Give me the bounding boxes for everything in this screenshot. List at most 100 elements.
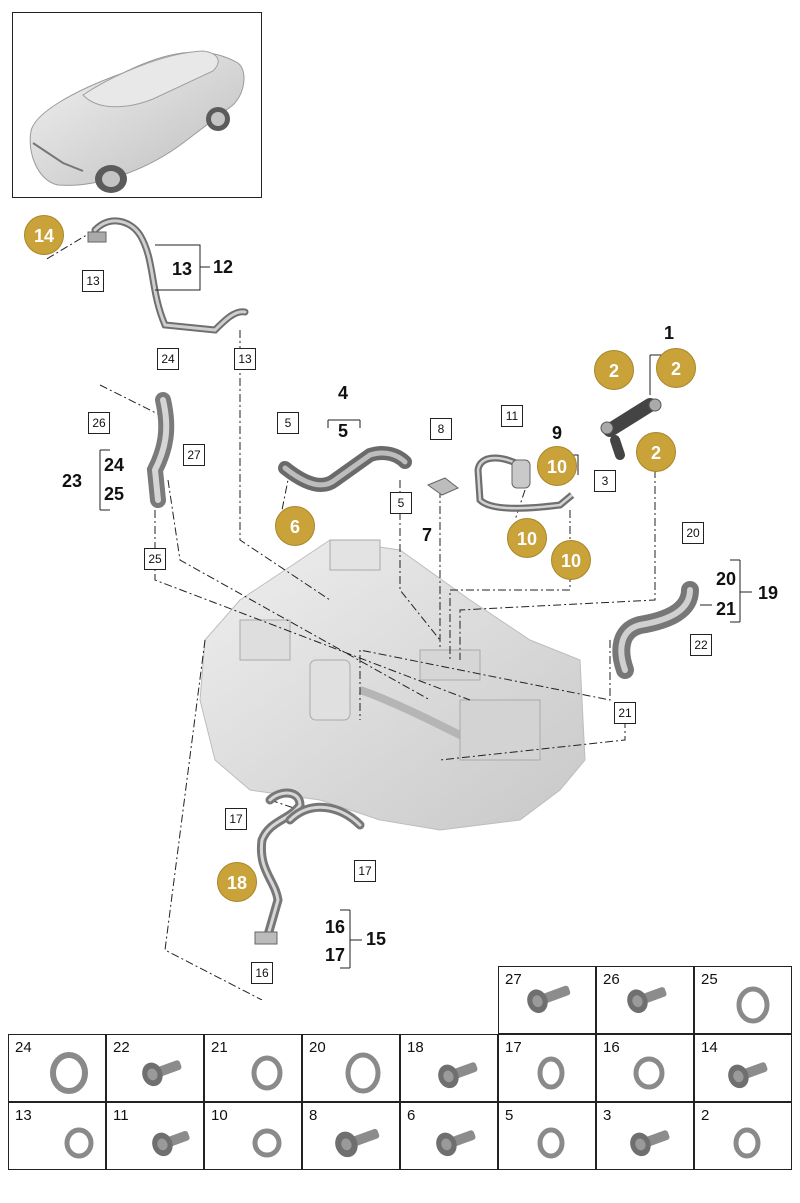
part-number: 26 bbox=[603, 971, 620, 988]
label-5: 5 bbox=[338, 421, 349, 441]
part-number: 22 bbox=[113, 1039, 130, 1056]
label-box-13: 13 bbox=[82, 270, 104, 292]
coolant-pipe-23 bbox=[146, 392, 175, 508]
bolt-icon bbox=[630, 1130, 670, 1157]
part-number: 25 bbox=[701, 971, 718, 988]
label-box-17: 17 bbox=[354, 860, 376, 882]
part-number: 20 bbox=[309, 1039, 326, 1056]
coolant-pipe-4 bbox=[278, 446, 412, 492]
label-16: 16 bbox=[325, 917, 346, 937]
label-17: 17 bbox=[325, 945, 346, 965]
callout-10: 10 bbox=[537, 446, 577, 486]
label-box-27: 27 bbox=[183, 444, 205, 466]
parts-cell-27: 27 bbox=[498, 966, 596, 1034]
seal-ring-icon bbox=[50, 1052, 88, 1094]
part-number: 8 bbox=[309, 1107, 318, 1124]
label-box-5: 5 bbox=[277, 412, 299, 434]
parts-cell-2: 2 bbox=[694, 1102, 792, 1170]
parts-cell-26: 26 bbox=[596, 966, 694, 1034]
label-box-25: 25 bbox=[144, 548, 166, 570]
seal-ring-icon bbox=[537, 1127, 565, 1159]
label-9: 9 bbox=[552, 423, 563, 443]
parts-cell-13: 13 bbox=[8, 1102, 106, 1170]
parts-cell-5: 5 bbox=[498, 1102, 596, 1170]
vehicle-thumbnail-frame bbox=[12, 12, 262, 198]
seal-ring-icon bbox=[251, 1055, 283, 1091]
parts-cell-3: 3 bbox=[596, 1102, 694, 1170]
callout-10: 10 bbox=[551, 540, 591, 580]
parts-cell-14: 14 bbox=[694, 1034, 792, 1102]
coolant-hose-1 bbox=[600, 398, 662, 460]
callout-14: 14 bbox=[24, 215, 64, 255]
seal-ring-icon bbox=[736, 986, 770, 1024]
seal-ring-icon bbox=[537, 1056, 565, 1090]
part-number: 13 bbox=[15, 1107, 32, 1124]
label-25: 25 bbox=[104, 484, 125, 504]
label-1: 1 bbox=[664, 323, 675, 343]
bolt-icon bbox=[438, 1062, 478, 1089]
label-box-8: 8 bbox=[430, 418, 452, 440]
coolant-pipe-19 bbox=[612, 581, 699, 679]
part-number: 5 bbox=[505, 1107, 514, 1124]
bolt-icon bbox=[728, 1062, 768, 1089]
part-number: 10 bbox=[211, 1107, 228, 1124]
callout-2: 2 bbox=[636, 432, 676, 472]
callout-2: 2 bbox=[656, 348, 696, 388]
label-15: 15 bbox=[366, 929, 387, 949]
label-box-13: 13 bbox=[234, 348, 256, 370]
label-box-5: 5 bbox=[390, 492, 412, 514]
seal-ring-icon bbox=[633, 1056, 665, 1090]
label-box-22: 22 bbox=[690, 634, 712, 656]
part-number: 17 bbox=[505, 1039, 522, 1056]
label-box-11: 11 bbox=[501, 405, 523, 427]
part-number: 14 bbox=[701, 1039, 718, 1056]
parts-cell-8: 8 bbox=[302, 1102, 400, 1170]
seal-ring-icon bbox=[733, 1127, 761, 1159]
label-19: 19 bbox=[758, 583, 779, 603]
label-box-20: 20 bbox=[682, 522, 704, 544]
bolt-icon bbox=[152, 1130, 190, 1157]
parts-cell-18: 18 bbox=[400, 1034, 498, 1102]
label-box-16: 16 bbox=[251, 962, 273, 984]
bolt-icon bbox=[527, 985, 571, 1013]
coolant-pipe-9 bbox=[474, 454, 575, 512]
label-24: 24 bbox=[104, 455, 125, 475]
callout-18: 18 bbox=[217, 862, 257, 902]
parts-cell-21: 21 bbox=[204, 1034, 302, 1102]
parts-cell-10: 10 bbox=[204, 1102, 302, 1170]
coolant-pipe-12 bbox=[87, 217, 249, 334]
label-13: 13 bbox=[172, 259, 193, 279]
parts-cell-22: 22 bbox=[106, 1034, 204, 1102]
part-number: 21 bbox=[211, 1039, 228, 1056]
label-20: 20 bbox=[716, 569, 737, 589]
label-box-21: 21 bbox=[614, 702, 636, 724]
bolt-icon bbox=[142, 1060, 182, 1087]
label-21: 21 bbox=[716, 599, 737, 619]
seal-ring-icon bbox=[252, 1128, 282, 1158]
part-number: 24 bbox=[15, 1039, 32, 1056]
part-number: 16 bbox=[603, 1039, 620, 1056]
parts-cell-20: 20 bbox=[302, 1034, 400, 1102]
parts-cell-17: 17 bbox=[498, 1034, 596, 1102]
label-23: 23 bbox=[62, 471, 83, 491]
parts-cell-6: 6 bbox=[400, 1102, 498, 1170]
label-box-3: 3 bbox=[594, 470, 616, 492]
engine-block bbox=[199, 539, 586, 831]
seal-ring-icon bbox=[64, 1127, 94, 1159]
bolt-icon bbox=[627, 987, 667, 1013]
part-number: 2 bbox=[701, 1107, 710, 1124]
part-number: 6 bbox=[407, 1107, 416, 1124]
label-box-17: 17 bbox=[225, 808, 247, 830]
callout-2: 2 bbox=[594, 350, 634, 390]
parts-cell-16: 16 bbox=[596, 1034, 694, 1102]
label-4: 4 bbox=[338, 383, 349, 403]
part-number: 11 bbox=[113, 1107, 129, 1124]
exploded-parts-diagram bbox=[44, 217, 752, 1000]
part-number: 18 bbox=[407, 1039, 424, 1056]
callout-6: 6 bbox=[275, 506, 315, 546]
parts-cell-25: 25 bbox=[694, 966, 792, 1034]
car-sedan-icon bbox=[29, 50, 245, 193]
bolt-icon bbox=[335, 1128, 380, 1158]
coolant-pipe-15 bbox=[254, 788, 365, 945]
parts-cell-11: 11 bbox=[106, 1102, 204, 1170]
